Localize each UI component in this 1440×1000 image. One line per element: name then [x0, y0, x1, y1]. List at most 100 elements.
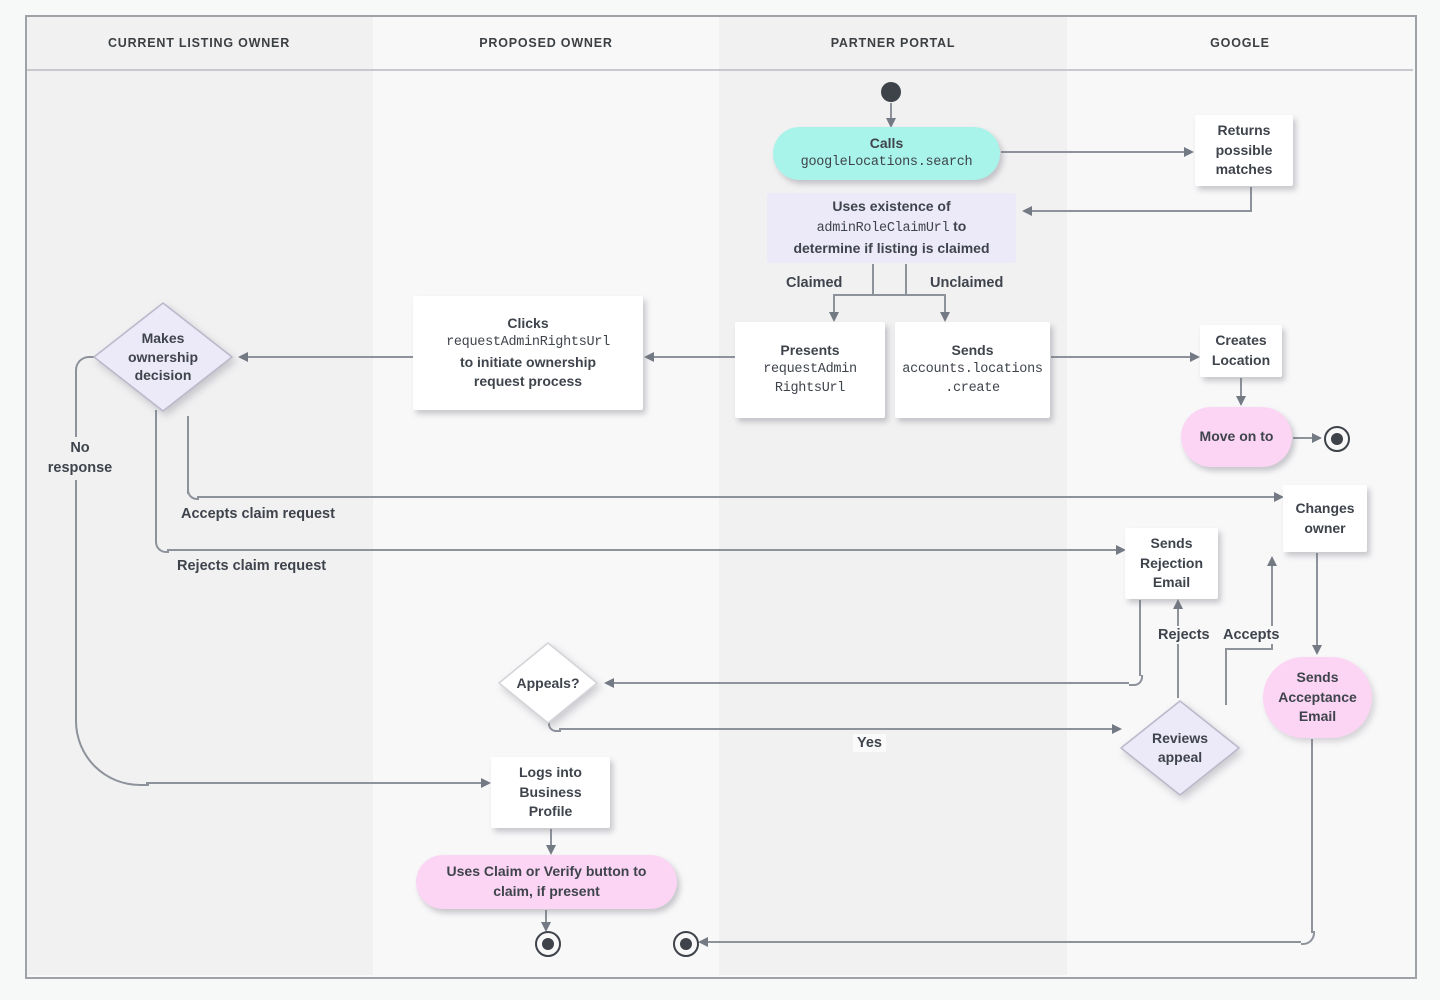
- node-sends-acceptance-email: Sends Acceptance Email: [1263, 657, 1372, 738]
- end-node: [1324, 426, 1350, 452]
- arrowhead-down: [829, 312, 839, 322]
- node-title: Sends: [951, 342, 994, 359]
- flow-line: [197, 496, 1274, 498]
- node-title: Clicks: [507, 315, 549, 332]
- flow-line: [872, 264, 874, 295]
- flow-line: [833, 294, 946, 296]
- arrowhead-right: [1184, 147, 1194, 157]
- arrowhead-left: [698, 937, 708, 947]
- flow-line: [1051, 356, 1191, 358]
- node-code: accounts.locations: [902, 361, 1043, 377]
- flow-line: [905, 264, 907, 295]
- node-text: Appeals?: [496, 640, 600, 726]
- arrowhead-right: [1312, 433, 1322, 443]
- decision-makes-ownership-decision: Makes ownership decision: [91, 300, 235, 414]
- flow-line: [944, 294, 946, 313]
- lane-title: CURRENT LISTING OWNER: [107, 35, 291, 50]
- start-node: [881, 82, 901, 102]
- flow-line: [247, 356, 413, 358]
- node-text: Returns possible matches: [1215, 122, 1273, 178]
- end-node: [535, 931, 561, 957]
- flow-line: [653, 356, 735, 358]
- node-code: googleLocations.search: [800, 154, 973, 170]
- edge-label-accepts: Accepts: [1219, 626, 1284, 644]
- node-text: Changes owner: [1295, 499, 1355, 536]
- lane-title: PARTNER PORTAL: [830, 35, 956, 50]
- flow-corner: [548, 722, 561, 732]
- arrowhead-right: [1190, 352, 1200, 362]
- arrowhead-left: [604, 678, 614, 688]
- node-calls-googlelocations-search: Calls googleLocations.search: [773, 127, 1000, 180]
- node-code: .create: [945, 380, 1000, 396]
- node-presents-requestadminrightsurl: Presents requestAdmin RightsUrl: [735, 322, 885, 418]
- lane-title: GOOGLE: [1210, 35, 1270, 50]
- node-line: to initiate ownership: [459, 353, 597, 370]
- decision-reviews-appeal: Reviews appeal: [1118, 698, 1242, 798]
- flow-line: [1293, 437, 1313, 439]
- node-logs-into-business-profile: Logs into Business Profile: [491, 757, 610, 828]
- arrowhead-left: [238, 352, 248, 362]
- arrowhead-left: [1022, 206, 1032, 216]
- diamond-shape: [1120, 700, 1240, 796]
- flow-line: [155, 410, 157, 542]
- arrowhead-down: [940, 312, 950, 322]
- flow-line: [167, 549, 1116, 551]
- node-text: to: [949, 218, 967, 235]
- node-title: Calls: [869, 135, 904, 152]
- edge-label-yes: Yes: [853, 734, 886, 752]
- node-uses-claim-or-verify: Uses Claim or Verify button to claim, if…: [416, 855, 677, 909]
- flow-line: [1001, 151, 1184, 153]
- arrowhead-up: [1267, 556, 1277, 566]
- flow-corner: [75, 356, 95, 372]
- node-text: Uses Claim or Verify button to claim, if…: [446, 863, 647, 899]
- node-code: adminRoleClaimUrl: [816, 221, 950, 237]
- end-node-dot: [542, 938, 554, 950]
- edge-label-rejects: Rejects: [1154, 626, 1214, 644]
- node-changes-owner: Changes owner: [1283, 485, 1367, 552]
- flow-line: [1311, 739, 1313, 933]
- flow-line: [550, 829, 552, 846]
- node-code: requestAdmin: [763, 361, 857, 377]
- node-code: requestAdminRightsUrl: [446, 334, 610, 350]
- lane-header-proposed-owner: PROPOSED OWNER: [373, 15, 721, 70]
- diamond-shape: [498, 642, 598, 724]
- lane-header-google: GOOGLE: [1067, 15, 1413, 70]
- node-text-inner: Reviews appeal: [1151, 730, 1209, 765]
- edge-label-unclaimed: Unclaimed: [930, 275, 1004, 291]
- node-text: Move on to: [1199, 428, 1274, 445]
- flow-line: [1271, 565, 1273, 650]
- node-text-inner: Appeals?: [516, 674, 580, 691]
- node-text: Sends Acceptance Email: [1278, 669, 1357, 725]
- flow-line: [1032, 210, 1252, 212]
- lane-header-partner-portal: PARTNER PORTAL: [719, 15, 1069, 70]
- edge-label-no-response: No response: [38, 437, 122, 480]
- edge-label-claimed: Claimed: [786, 275, 843, 291]
- node-text: Reviews appeal: [1118, 698, 1242, 798]
- node-move-on-to: Move on to: [1181, 407, 1292, 467]
- end-node-dot: [680, 938, 692, 950]
- arrowhead-right: [1274, 492, 1284, 502]
- node-sends-rejection-email: Sends Rejection Email: [1125, 528, 1218, 599]
- flow-line: [146, 782, 481, 784]
- node-line: request process: [473, 373, 583, 390]
- arrowhead-right: [1112, 724, 1122, 734]
- node-line: determine if listing is claimed: [793, 239, 990, 256]
- arrowhead-down: [541, 922, 551, 932]
- flow-line: [890, 103, 892, 119]
- node-clicks-requestadminrightsurl: Clicks requestAdminRightsUrl to initiate…: [413, 296, 643, 410]
- flow-corner: [187, 488, 199, 500]
- arrowhead-right: [481, 778, 491, 788]
- node-creates-location: Creates Location: [1200, 325, 1282, 377]
- node-sends-accounts-locations-create: Sends accounts.locations .create: [895, 322, 1050, 418]
- header-separator: [25, 69, 1413, 71]
- node-code: RightsUrl: [774, 380, 846, 396]
- node-line: Uses existence of: [832, 198, 951, 215]
- arrowhead-left: [644, 352, 654, 362]
- flow-line: [707, 941, 1301, 943]
- flow-line: [1316, 553, 1318, 646]
- diamond-shape: [93, 302, 233, 412]
- flow-line: [1250, 187, 1252, 211]
- arrowhead-down: [886, 118, 896, 128]
- end-node-dot: [1331, 433, 1343, 445]
- flow-line: [75, 369, 77, 709]
